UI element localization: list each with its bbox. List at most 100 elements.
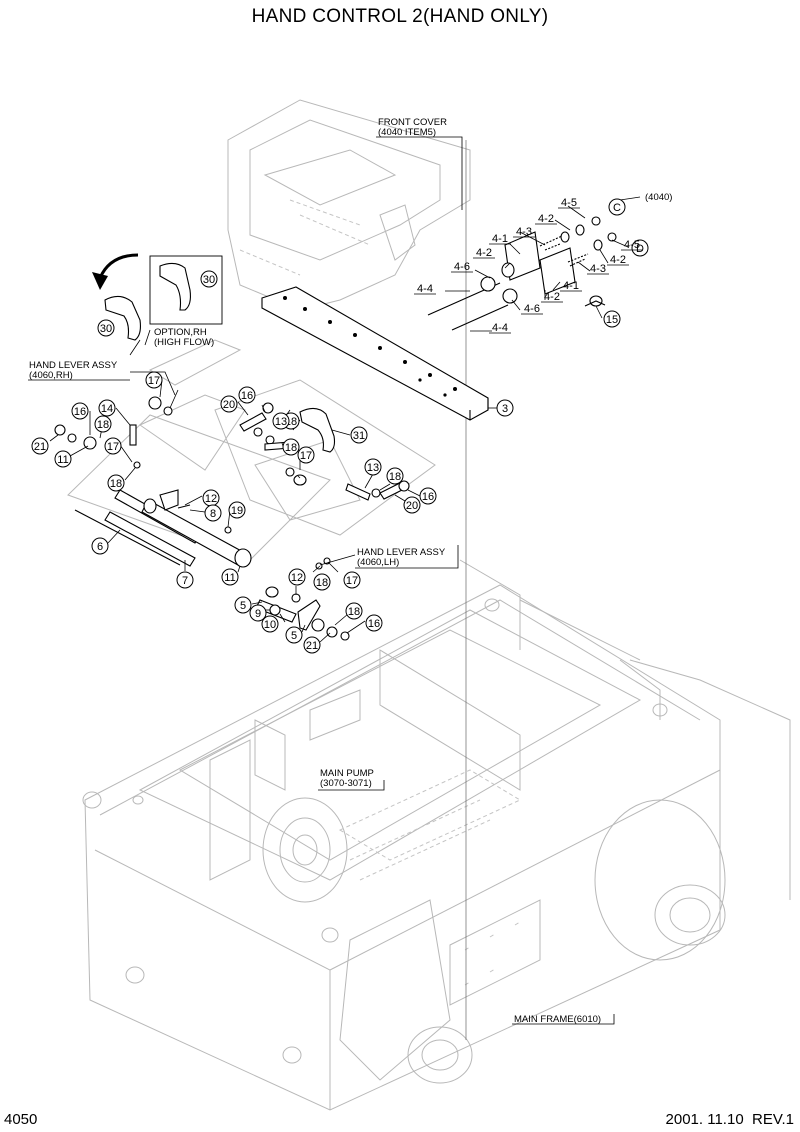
front-cover-ghost xyxy=(227,99,471,311)
callout-bubble: 13 xyxy=(364,458,382,476)
lever-shafts xyxy=(74,489,252,568)
callout-bubble: 12 xyxy=(202,489,220,507)
callout-bubble: C xyxy=(608,198,626,216)
option-rh-caption-line-2: (HIGH FLOW) xyxy=(154,337,214,348)
callout-bubble: 18 xyxy=(313,573,331,591)
caption-ref-4040: (4040) xyxy=(645,192,672,203)
caption-main-pump: MAIN PUMP (3070-3071) xyxy=(318,768,385,791)
sub-assembly-label: 4-1 xyxy=(492,233,508,245)
sub-assembly-labels: 4-54-24-34-14-24-64-44-54-24-34-14-24-64… xyxy=(414,197,643,334)
hardware-lh xyxy=(255,557,350,641)
callout-bubble: 30 xyxy=(200,270,218,288)
callout-bubble: 14 xyxy=(98,399,116,417)
callout-bubble: 11 xyxy=(221,568,239,586)
callout-number: 5 xyxy=(291,630,297,642)
main-pump-caption-line-2: (3070-3071) xyxy=(320,778,372,789)
callout-number: 18 xyxy=(316,577,328,589)
callout-bubble: 18 xyxy=(282,438,300,456)
hand-lever-lh-caption-line-1: HAND LEVER ASSY xyxy=(357,547,446,558)
callout-number: 13 xyxy=(275,416,287,428)
callout-number: 17 xyxy=(148,375,160,387)
callout-bubble: 17 xyxy=(104,437,122,455)
caption-front-cover: FRONT COVER (4040 ITEM5) xyxy=(376,117,463,210)
sub-assembly-label: 4-2 xyxy=(610,254,626,266)
callout-bubble: 8 xyxy=(204,504,222,522)
callout-bubble: 17 xyxy=(145,371,163,389)
callout-number: 18 xyxy=(348,606,360,618)
caption-option-rh: OPTION,RH (HIGH FLOW) xyxy=(154,327,214,348)
front-cover-caption-line-1: FRONT COVER xyxy=(378,117,447,128)
caption-hand-lever-rh: HAND LEVER ASSY (4060,RH) xyxy=(28,360,130,381)
callout-bubble: 20 xyxy=(220,395,238,413)
sub-assembly-label: 4-5 xyxy=(624,239,640,251)
caption-main-frame: MAIN FRAME(6010) xyxy=(512,1014,615,1025)
hand-lever-rh-caption-line-2: (4060,RH) xyxy=(29,370,73,381)
callout-bubble: 17 xyxy=(343,571,361,589)
callout-number: 21 xyxy=(34,441,46,453)
callout-number: 21 xyxy=(306,640,318,652)
sub-assembly-label: 4-6 xyxy=(454,261,470,273)
ref-4040-caption: (4040) xyxy=(645,192,672,203)
sub-assembly-label: 4-2 xyxy=(544,291,560,303)
callout-number: 20 xyxy=(406,500,418,512)
callout-bubble: 19 xyxy=(228,501,246,519)
callout-number: 6 xyxy=(97,541,103,553)
callout-bubble: 6 xyxy=(91,537,109,555)
hand-lever-lh-caption-line-2: (4060,LH) xyxy=(357,557,399,568)
sub-assembly-label: 4-3 xyxy=(590,263,606,275)
callout-bubble: 18 xyxy=(386,467,404,485)
sub-assembly-label: 4-5 xyxy=(561,197,577,209)
callout-bubble: 11 xyxy=(54,450,72,468)
callout-bubble: 5 xyxy=(234,596,252,614)
sub-assembly-label: 4-2 xyxy=(538,213,554,225)
callout-bubble: 16 xyxy=(71,402,89,420)
callout-number: 12 xyxy=(291,572,303,584)
sub-assembly-label: 4-1 xyxy=(563,280,579,292)
callout-number: 8 xyxy=(210,508,216,520)
callout-number: 13 xyxy=(367,462,379,474)
callout-number: 12 xyxy=(205,493,217,505)
callout-number: 16 xyxy=(368,618,380,630)
sub-assembly-label: 4-4 xyxy=(417,283,433,295)
callout-number: 18 xyxy=(110,478,122,490)
callout-number: 17 xyxy=(346,575,358,587)
callout-bubble: 12 xyxy=(288,568,306,586)
handle-31 xyxy=(299,407,336,453)
callout-bubble: 18 xyxy=(107,474,125,492)
callout-number: 14 xyxy=(101,403,113,415)
option-rh-caption-line-1: OPTION,RH xyxy=(154,327,207,338)
callout-number: 7 xyxy=(182,575,188,587)
callout-number: 11 xyxy=(57,454,68,466)
bracket-part-3 xyxy=(261,286,498,421)
callout-bubble: 18 xyxy=(345,602,363,620)
callout-number: 15 xyxy=(606,314,618,326)
callout-bubble: 7 xyxy=(176,571,194,589)
revision-code: REV.1 xyxy=(752,1111,794,1128)
callout-bubble: 10 xyxy=(261,615,279,633)
callout-number: 9 xyxy=(255,608,261,620)
sub-assembly-label: 4-4 xyxy=(492,322,508,334)
callout-number: 5 xyxy=(240,600,246,612)
sub-assembly-label: 4-2 xyxy=(476,247,492,259)
front-cover-caption-line-2: (4040 ITEM5) xyxy=(378,127,436,138)
callout-number: 31 xyxy=(353,430,365,442)
callout-number: C xyxy=(613,202,621,214)
callout-number: 17 xyxy=(107,441,119,453)
callout-bubble: 17 xyxy=(297,446,315,464)
callout-number: 11 xyxy=(224,572,235,584)
sub-assembly-label: 4-6 xyxy=(524,303,540,315)
callout-bubble: 5 xyxy=(285,626,303,644)
callout-number: 16 xyxy=(74,406,86,418)
callout-number: 17 xyxy=(300,450,312,462)
sub-assembly-label: 4-3 xyxy=(516,226,532,238)
revision-info: 2001. 11.10 REV.1 xyxy=(666,1111,794,1128)
callout-number: 20 xyxy=(223,399,235,411)
callout-bubble: 30 xyxy=(97,319,115,337)
main-frame-ghost xyxy=(82,559,791,1111)
callout-number: 18 xyxy=(285,442,297,454)
callout-bubble: 18 xyxy=(94,415,112,433)
callout-number: 30 xyxy=(100,323,112,335)
callout-bubble: 16 xyxy=(238,386,256,404)
page-title: HAND CONTROL 2(HAND ONLY) xyxy=(251,6,549,27)
